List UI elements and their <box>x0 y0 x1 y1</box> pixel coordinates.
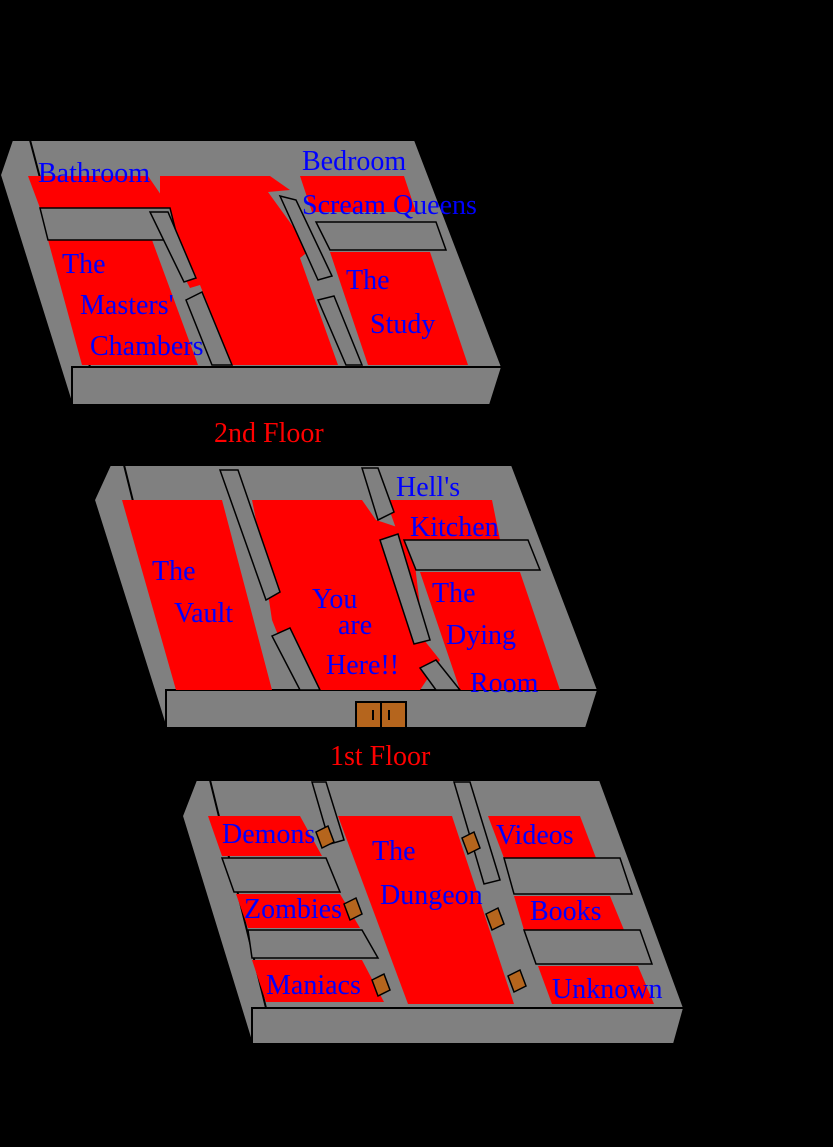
room-label-line: Books <box>530 896 602 927</box>
room-demons[interactable]: Demons <box>222 819 315 850</box>
first-floor-left-wall <box>92 464 182 729</box>
room-the-vault[interactable]: The Vault <box>152 556 233 629</box>
dungeon-floor <box>338 816 514 1004</box>
room-the-dungeon[interactable]: The Dungeon <box>372 836 483 911</box>
first-floor-inner-wall-1 <box>218 469 281 602</box>
basement-inner-wall-3 <box>247 929 380 959</box>
kitchen-floor <box>386 500 500 540</box>
bathroom-floor <box>28 176 170 208</box>
basement-inner-wall-6 <box>522 929 654 965</box>
second-floor-left-wall <box>0 139 92 406</box>
second-floor-inner-wall-2 <box>148 211 198 283</box>
room-label-line: Demons <box>222 819 315 850</box>
room-maniacs[interactable]: Maniacs <box>266 970 361 1001</box>
door-unknown[interactable] <box>507 968 527 994</box>
dying-room-floor <box>420 572 560 690</box>
room-bedroom-scream-queens[interactable]: Bedroom Scream Queens <box>302 146 477 221</box>
first-floor-inner-wall-5 <box>418 659 462 691</box>
room-label-line: Dying <box>446 620 516 651</box>
room-unknown[interactable]: Unknown <box>552 974 662 1005</box>
room-label-line: Chambers <box>90 331 204 362</box>
first-floor-label: 1st Floor <box>330 741 431 772</box>
second-floor-inner-wall-5 <box>316 295 364 366</box>
second-floor-inner-wall-6 <box>185 290 234 366</box>
first-floor-inner-wall-6 <box>360 467 395 522</box>
second-floor-front-wall <box>71 366 504 406</box>
room-books[interactable]: Books <box>530 896 602 927</box>
room-label-line: Vault <box>174 598 233 629</box>
room-hells-kitchen[interactable]: Hell's Kitchen <box>396 472 499 543</box>
books-floor <box>514 896 624 930</box>
room-you-are-here[interactable]: You are Here!! <box>312 584 399 681</box>
first-floor-inner-wall-2 <box>270 627 322 691</box>
room-label-line: Room <box>470 668 539 699</box>
room-label-line: are <box>338 610 372 641</box>
room-label-line: Hell's <box>396 472 460 503</box>
room-the-study[interactable]: The Study <box>346 265 435 340</box>
door-videos[interactable] <box>461 830 481 856</box>
basement-inner-wall-2 <box>220 857 342 893</box>
room-masters-chambers[interactable]: The Masters' Chambers <box>62 249 204 362</box>
second-floor-plan <box>0 139 504 406</box>
room-label-line: Unknown <box>552 974 662 1005</box>
door-books[interactable] <box>485 906 505 932</box>
door-demons[interactable] <box>315 824 335 850</box>
room-label-line: The <box>62 249 106 280</box>
first-floor-inner-wall-4 <box>402 539 542 571</box>
room-label-line: The <box>152 556 196 587</box>
room-label-line: Study <box>370 309 435 340</box>
room-label-line: Dungeon <box>380 880 483 911</box>
first-floor-inner-wall-3 <box>379 533 431 645</box>
room-label-line: Bathroom <box>38 158 150 189</box>
unknown-floor <box>538 966 654 1004</box>
basement-doors <box>315 824 527 998</box>
room-bathroom[interactable]: Bathroom <box>38 158 150 189</box>
basement-left-wall <box>180 779 268 1045</box>
room-the-dying-room[interactable]: The Dying Room <box>432 578 539 699</box>
room-label-line: Here!! <box>326 650 399 681</box>
demons-floor <box>208 816 322 856</box>
room-label-line: Kitchen <box>410 512 499 543</box>
room-label-line: Masters' <box>80 290 174 321</box>
second-floor-label: 2nd Floor <box>214 418 324 449</box>
door-zombies[interactable] <box>343 896 363 922</box>
masters-chambers-floor <box>48 240 198 365</box>
front-door[interactable] <box>355 701 407 729</box>
zombies-floor <box>236 894 360 928</box>
first-floor-plan <box>92 464 600 729</box>
videos-floor <box>488 816 596 858</box>
study-floor <box>330 252 468 365</box>
second-floor-inner-wall-3 <box>278 194 334 281</box>
room-label-line: Maniacs <box>266 970 361 1001</box>
vault-floor <box>122 500 272 690</box>
room-label-line: The <box>432 578 476 609</box>
basement-inner-wall-1 <box>311 781 345 845</box>
bedroom-floor <box>300 176 416 212</box>
room-label-line: The <box>372 836 416 867</box>
room-videos[interactable]: Videos <box>496 820 574 851</box>
room-label-line: Bedroom <box>302 146 406 177</box>
basement-front-wall <box>251 1007 686 1045</box>
room-zombies[interactable]: Zombies <box>244 894 342 925</box>
basement-inner-wall-5 <box>503 857 634 895</box>
second-floor-hall-floor <box>160 176 338 365</box>
door-maniacs[interactable] <box>371 972 391 998</box>
room-label-line: Zombies <box>244 894 342 925</box>
room-label-line: Videos <box>496 820 574 851</box>
room-label-line: Scream Queens <box>302 190 477 221</box>
maniacs-floor <box>252 960 384 1002</box>
room-label-line: You <box>312 584 357 615</box>
second-floor-inner-wall-4 <box>314 221 448 251</box>
room-label-line: The <box>346 265 390 296</box>
